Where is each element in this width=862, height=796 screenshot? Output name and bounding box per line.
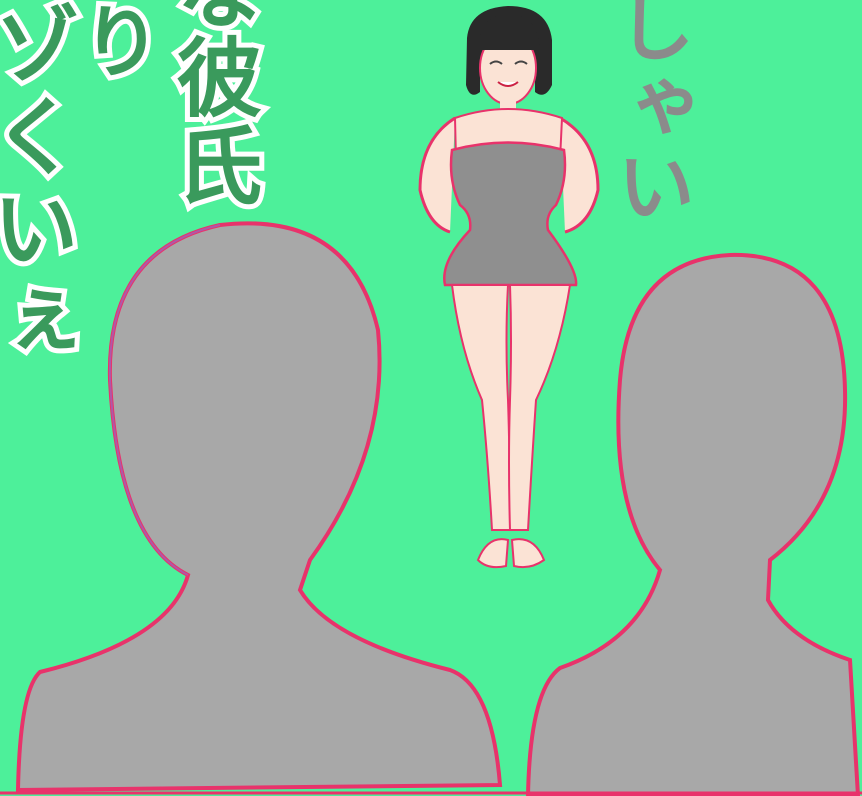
standing-woman-figure — [418, 6, 600, 569]
right-silhouette — [525, 252, 861, 796]
left-silhouette — [15, 221, 503, 793]
caption-middle-column: な彼氏 — [156, 0, 266, 214]
caption-right-column: しゃい — [604, 0, 694, 226]
caption-left-column: ゾくいぇ — [0, 0, 82, 373]
dress — [443, 141, 578, 287]
caption-second-column: り — [63, 0, 166, 89]
